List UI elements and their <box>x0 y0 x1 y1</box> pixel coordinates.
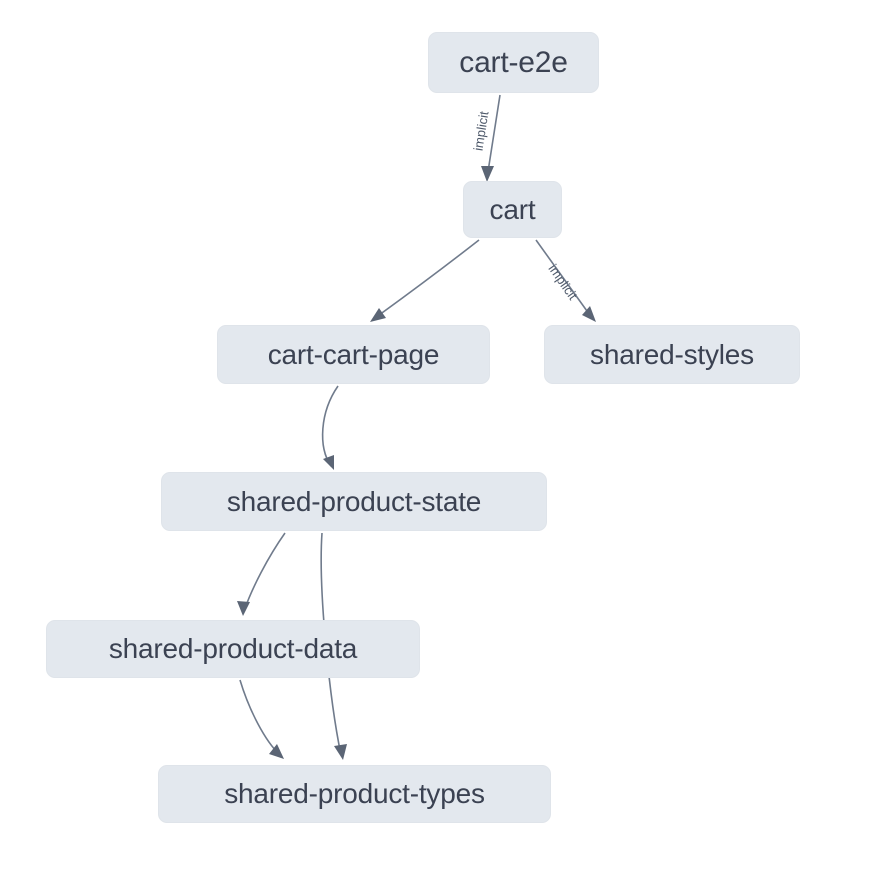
edge-label-edge-cart-shared-styles: implicit <box>545 261 581 303</box>
graph-node-shared-product-state[interactable]: shared-product-state <box>161 472 547 531</box>
graph-node-cart[interactable]: cart <box>463 181 562 238</box>
edge-arrowhead-icon <box>269 744 284 759</box>
graph-node-label: shared-product-data <box>108 633 358 664</box>
edge-arrowhead-icon <box>370 308 386 322</box>
graph-node-label: shared-product-state <box>226 485 482 517</box>
edge-arrowhead-icon <box>323 455 334 470</box>
edge-line <box>321 385 339 467</box>
edge-label-edge-cart-e2e-cart: implicit <box>470 110 492 152</box>
edge-arrowhead-icon <box>481 166 494 182</box>
edge-line <box>239 679 281 756</box>
edge-line <box>243 532 286 612</box>
graph-node-cart-cart-page[interactable]: cart-cart-page <box>217 325 490 384</box>
graph-node-label: shared-product-types <box>224 778 485 809</box>
edge-line <box>486 94 501 179</box>
edge-arrowhead-icon <box>334 744 347 760</box>
graph-node-shared-styles[interactable]: shared-styles <box>544 325 800 384</box>
graph-node-cart-e2e[interactable]: cart-e2e <box>428 32 599 93</box>
graph-node-label: cart-cart-page <box>267 338 440 370</box>
edge-cart-page-product-state <box>321 385 339 470</box>
edge-arrowhead-icon <box>582 306 596 322</box>
edge-cart-cart-cart-page <box>370 239 480 322</box>
graph-node-label: shared-styles <box>590 338 754 370</box>
graph-node-label: cart <box>489 193 536 225</box>
edge-line <box>374 239 480 319</box>
graph-node-shared-product-types[interactable]: shared-product-types <box>158 765 551 823</box>
edge-arrowhead-icon <box>237 601 250 616</box>
edge-product-state-product-data <box>237 532 286 616</box>
graph-node-shared-product-data[interactable]: shared-product-data <box>46 620 420 678</box>
edge-product-data-product-types <box>239 679 284 759</box>
graph-node-label: cart-e2e <box>459 45 568 79</box>
